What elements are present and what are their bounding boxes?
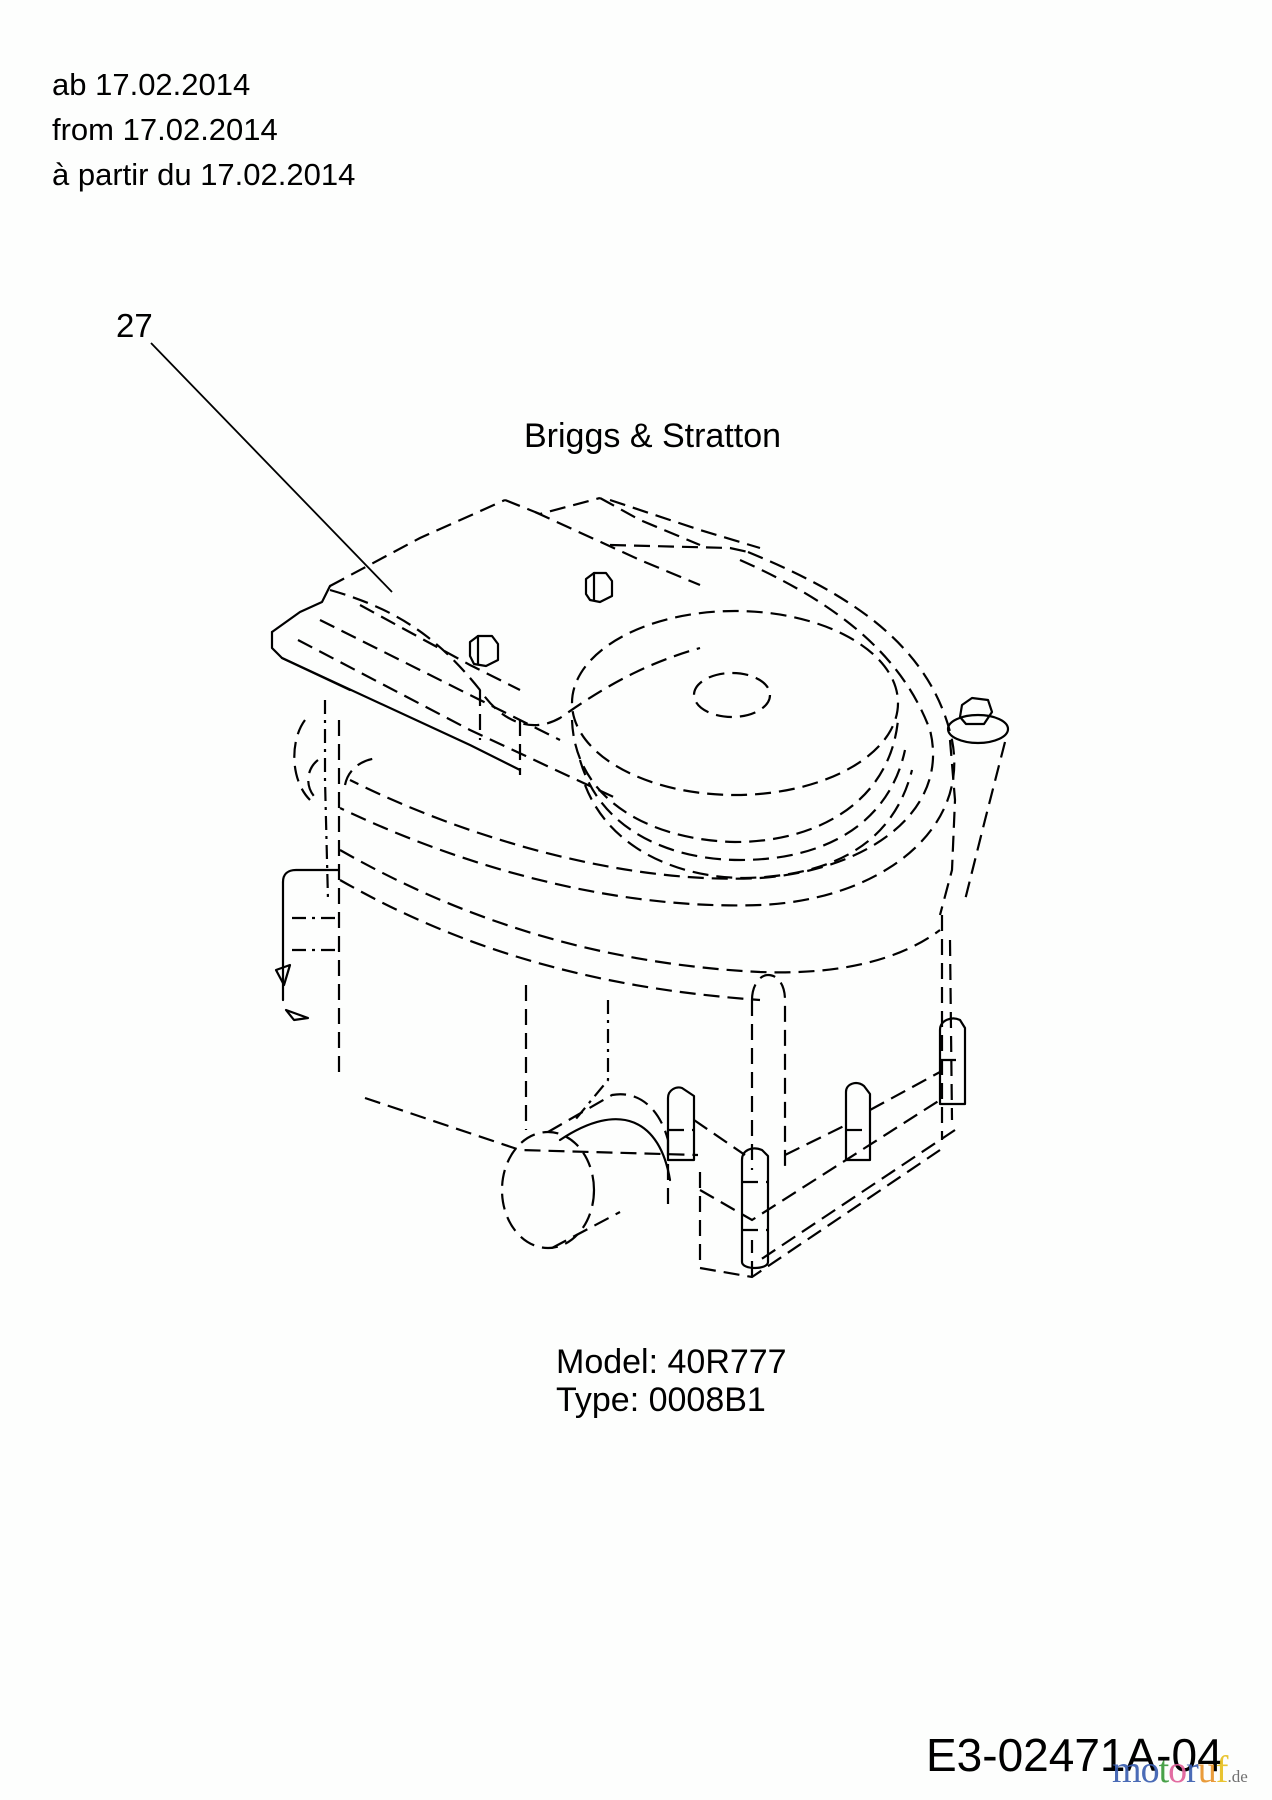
validity-line-de: ab 17.02.2014 <box>52 67 251 102</box>
wm-letter: o <box>1140 1749 1160 1791</box>
blower-housing <box>270 496 956 907</box>
mounting-bosses <box>666 973 967 1270</box>
engine-type: Type: 0008B1 <box>556 1381 766 1419</box>
carburetor-linkage <box>274 868 340 1022</box>
wm-suffix: .de <box>1227 1767 1248 1786</box>
wm-letter: f <box>1215 1749 1229 1791</box>
dipstick-tube <box>938 696 1010 916</box>
wm-letter: r <box>1186 1749 1199 1791</box>
validity-line-fr: à partir du 17.02.2014 <box>52 157 356 192</box>
wm-letter: m <box>1112 1749 1142 1791</box>
wm-letter: u <box>1197 1749 1217 1791</box>
engine-model: Model: 40R777 <box>556 1343 787 1381</box>
callout-leader-line <box>150 342 393 593</box>
engine-spec: Model: 40R777 Type: 0008B1 <box>556 1343 787 1419</box>
diagram-code: E3-02471A-04 <box>926 1729 1223 1781</box>
validity-dates: ab 17.02.2014 from 17.02.2014 à partir d… <box>52 62 355 197</box>
wm-letter: t <box>1158 1749 1170 1791</box>
validity-line-en: from 17.02.2014 <box>52 112 278 147</box>
manufacturer-label: Briggs & Stratton <box>524 417 782 455</box>
cover-fastener-knobs <box>468 571 614 668</box>
flywheel-screen <box>570 609 914 880</box>
motoruf-watermark: motoruf.de <box>1112 1748 1248 1792</box>
air-filter <box>500 1093 672 1250</box>
crankcase <box>293 700 956 1279</box>
callout-27[interactable]: 27 <box>116 307 153 344</box>
wm-letter: o <box>1168 1749 1187 1791</box>
